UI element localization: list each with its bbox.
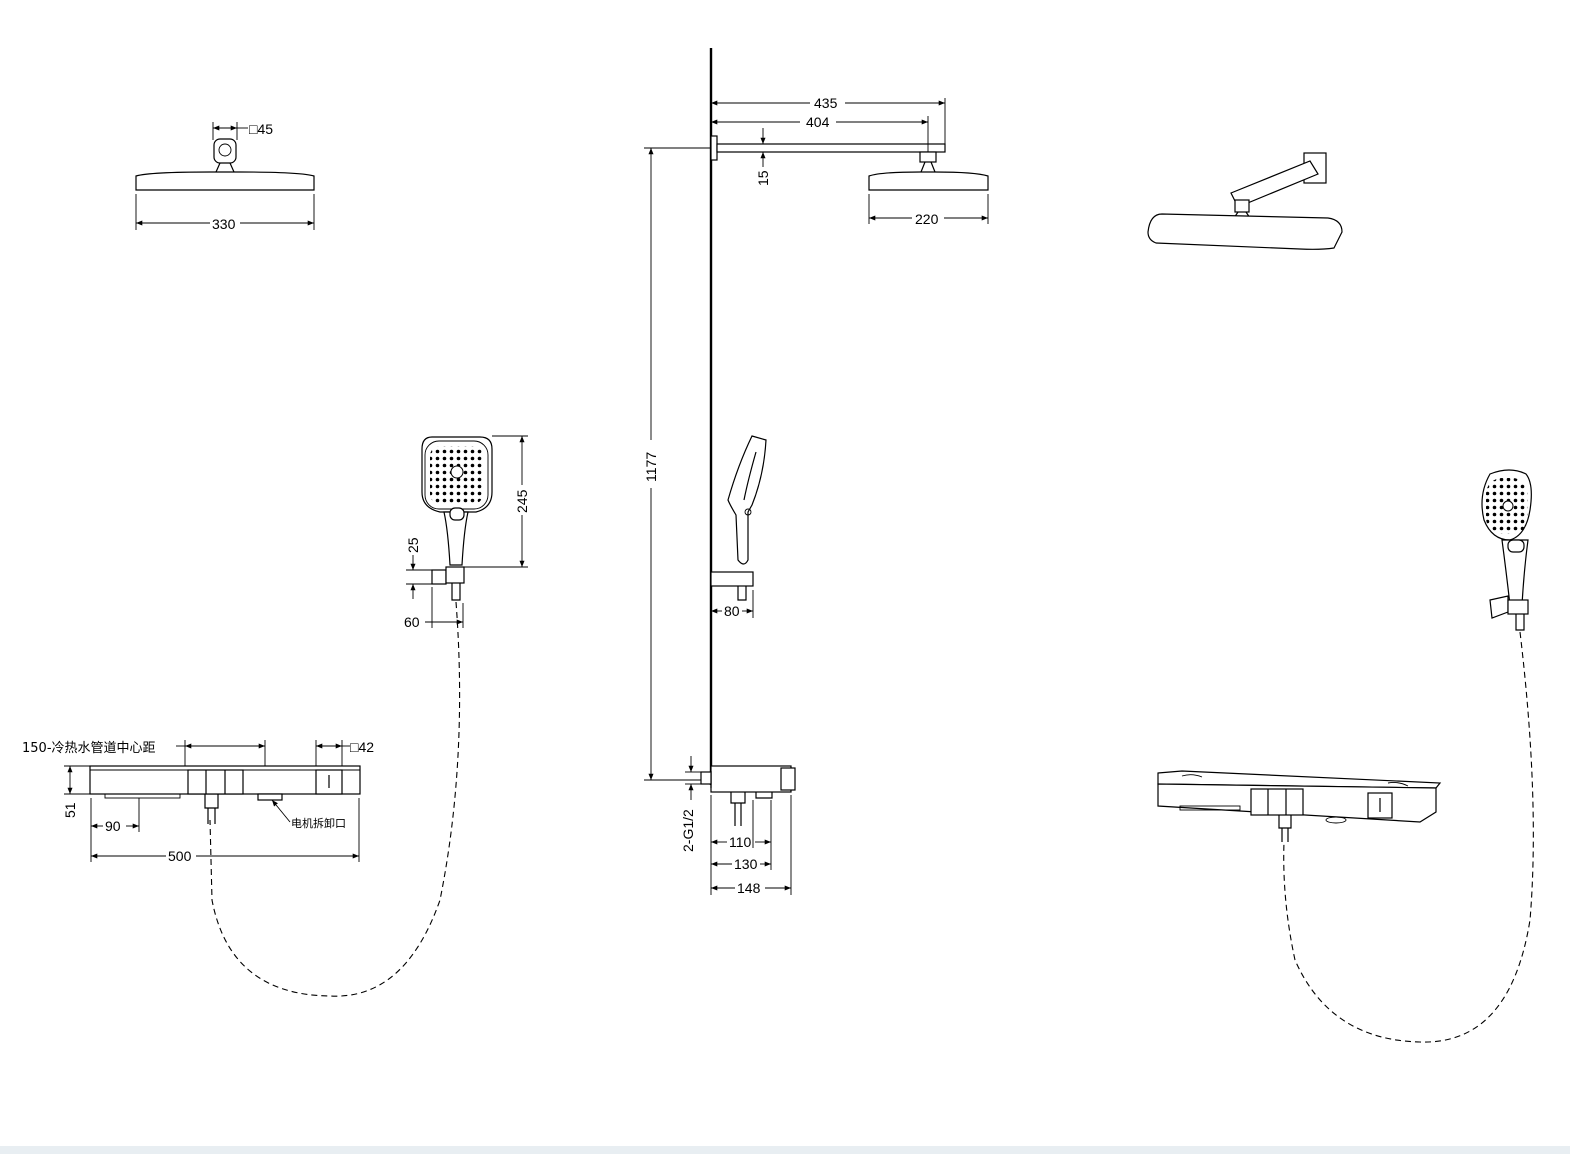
dim-15: 15	[755, 170, 771, 186]
isometric-hand-shower	[1481, 469, 1532, 631]
mixer-control	[315, 769, 343, 795]
ceiling-arm-connector	[213, 138, 237, 164]
side-hand-holder	[710, 571, 754, 587]
dim-1177: 1177	[643, 452, 659, 482]
dim-245: 245	[514, 489, 530, 513]
front-hose	[209, 601, 461, 997]
dim-60: 60	[404, 614, 420, 630]
mixer-front-view: 150-冷热水管道中心距 □42 51 90 500 电机拆卸口	[22, 739, 374, 864]
bottom-bar	[0, 1146, 1570, 1154]
hand-shower-holder	[431, 569, 447, 585]
isometric-overhead-head	[1147, 152, 1343, 250]
dim-90: 90	[105, 818, 121, 834]
hand-shower-front-view: 245 25 60	[404, 435, 530, 630]
dim-110: 110	[729, 834, 752, 850]
iso-head-body	[1147, 213, 1343, 250]
iso-mixer-top	[1157, 770, 1442, 789]
dim-130: 130	[734, 856, 758, 872]
side-elevation-view: 435 404 15 220 1177 80	[643, 48, 989, 896]
cold-hot-block	[187, 769, 244, 795]
dim-220: 220	[915, 211, 939, 227]
iso-hand-holder	[1489, 595, 1509, 619]
isometric-mixer	[1157, 770, 1442, 842]
dim-500: 500	[168, 848, 192, 864]
dim-pipe-center: 150-冷热水管道中心距	[22, 741, 156, 756]
dim-435: 435	[814, 95, 838, 111]
dim-148: 148	[737, 880, 761, 896]
overhead-head-body	[135, 171, 315, 191]
iso-cold-hot-block	[1250, 788, 1304, 816]
motor-port-rect	[257, 793, 283, 801]
side-head-body	[868, 171, 989, 191]
overhead-head-front-view: □45 330	[135, 121, 315, 232]
wall-flange	[710, 135, 718, 161]
hand-shower-handle	[443, 511, 469, 566]
dim-square-45: □45	[249, 121, 273, 137]
dim-25: 25	[405, 537, 421, 553]
arm-connector	[919, 151, 937, 163]
dim-51: 51	[62, 802, 78, 818]
side-mixer-body	[710, 765, 792, 793]
label-motor-port: 电机拆卸口	[291, 816, 346, 830]
dim-330: 330	[212, 216, 236, 232]
iso-hose	[1283, 631, 1534, 1043]
side-hand-shower	[727, 435, 767, 565]
dim-80: 80	[724, 603, 740, 619]
shower-arm	[716, 143, 946, 153]
dim-404: 404	[806, 114, 830, 130]
dim-square-42: □42	[350, 739, 374, 755]
dim-2-g1-2: 2-G1/2	[680, 809, 696, 852]
